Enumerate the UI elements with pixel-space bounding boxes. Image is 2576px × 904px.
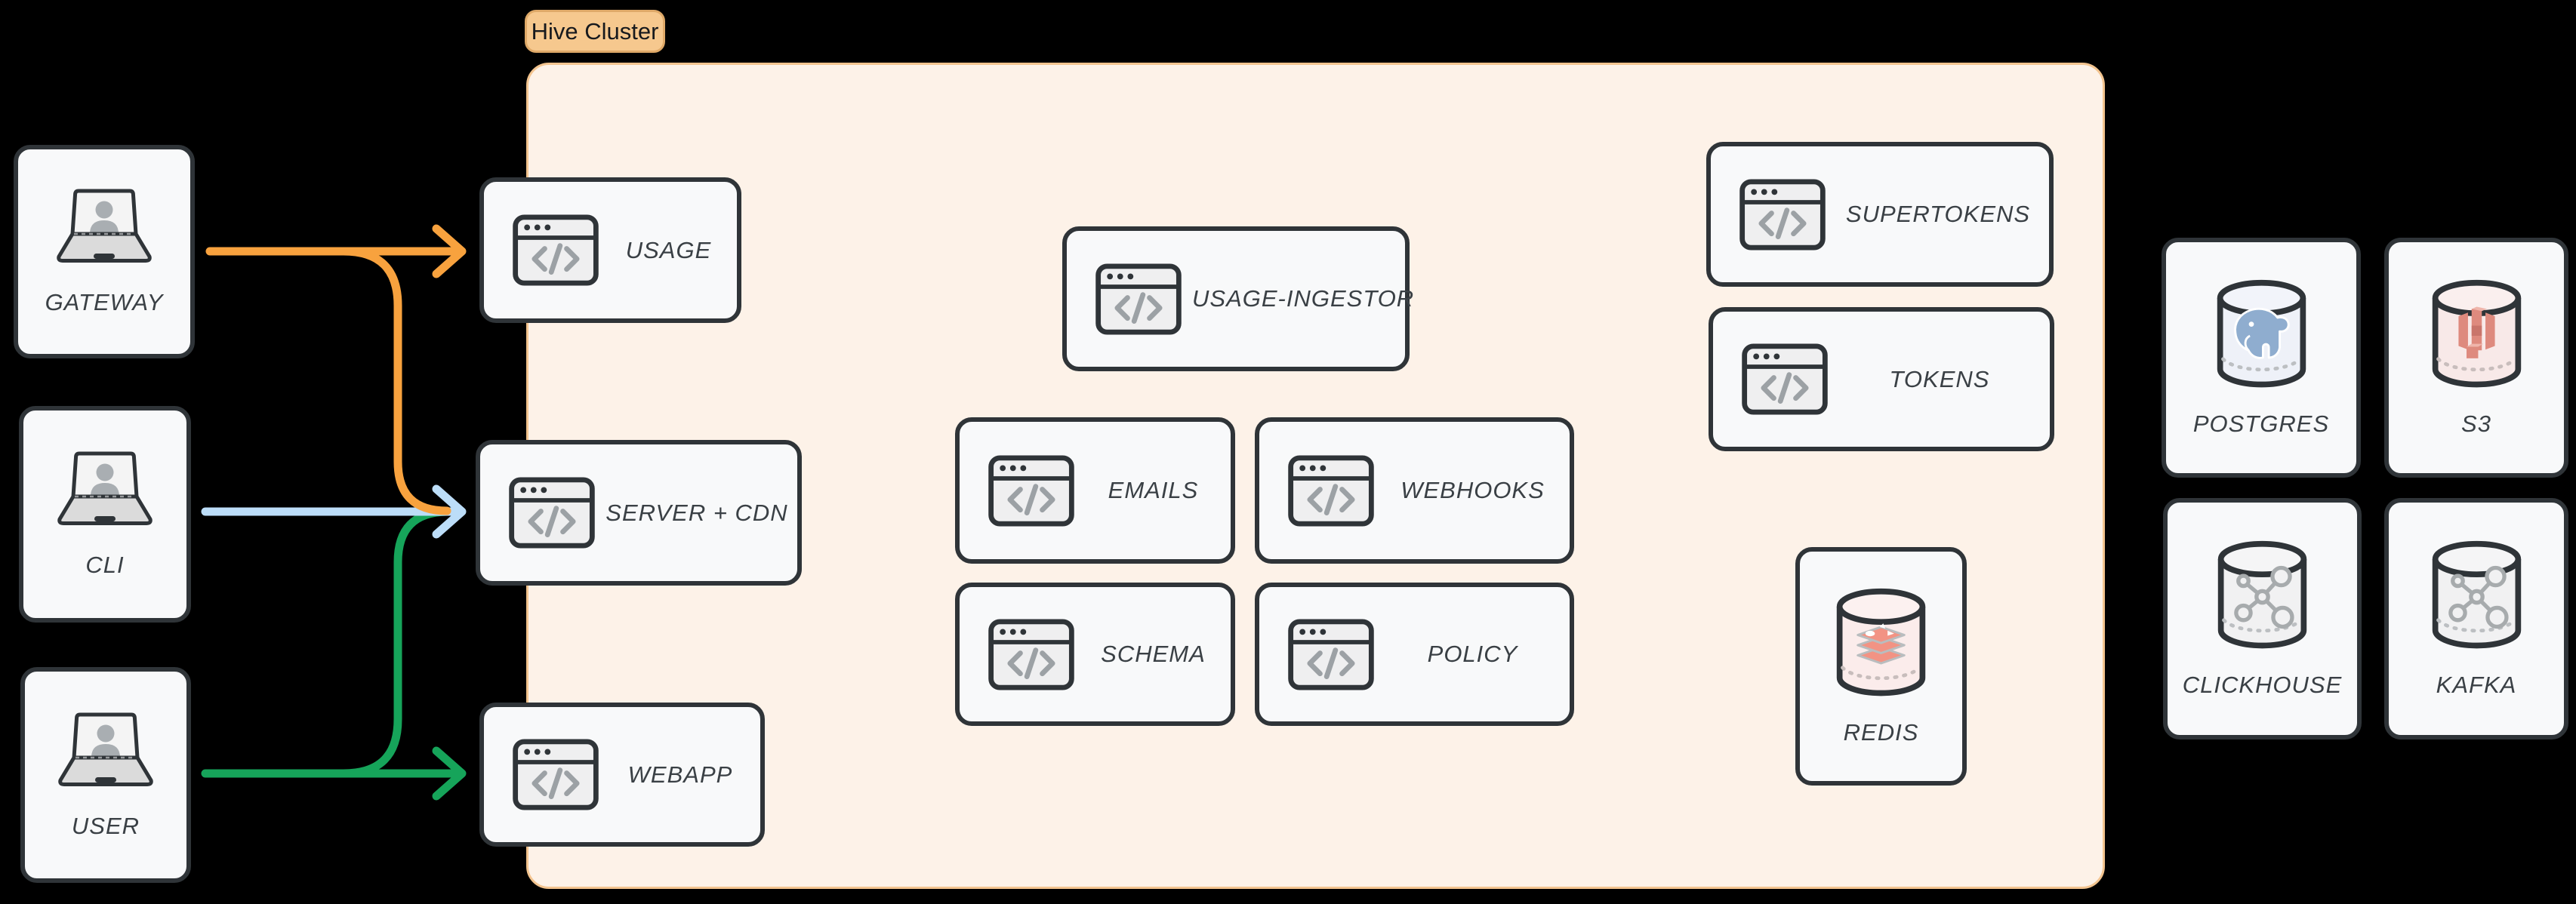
browser-code-icon — [1738, 178, 1827, 251]
datastore-node-postgres: POSTGRES — [2162, 238, 2361, 478]
service-label-usage: USAGE — [625, 236, 712, 263]
datastore-label-kafka: KAFKA — [2436, 672, 2517, 698]
service-label-tokens: TOKENS — [1889, 365, 1990, 392]
redis-database-icon — [1830, 586, 1932, 703]
s3-database-icon — [2426, 278, 2528, 394]
clickhouse-database-icon — [2211, 539, 2313, 655]
hive-cluster-badge-label: Hive Cluster — [531, 17, 659, 45]
service-node-emails: EMAILS — [955, 417, 1235, 564]
datastore-node-s3: S3 — [2384, 238, 2568, 478]
service-node-supertokens: SUPERTOKENS — [1706, 142, 2054, 287]
service-label-policy: POLICY — [1427, 641, 1518, 667]
service-node-webhooks: WEBHOOKS — [1255, 417, 1574, 564]
laptop-user-icon — [48, 187, 161, 266]
datastore-label-s3: S3 — [2461, 410, 2491, 437]
hive-cluster-badge: Hive Cluster — [525, 10, 665, 53]
client-node-user: USER — [20, 667, 191, 883]
service-node-webapp: WEBAPP — [479, 703, 765, 847]
browser-code-icon — [1740, 343, 1829, 416]
browser-code-icon — [1286, 454, 1376, 527]
postgres-database-icon — [2211, 278, 2313, 394]
browser-code-icon — [1286, 618, 1376, 691]
service-label-emails: EMAILS — [1108, 477, 1199, 503]
browser-code-icon — [511, 738, 600, 811]
laptop-user-icon — [48, 450, 162, 529]
service-node-tokens: TOKENS — [1709, 307, 2054, 451]
kafka-database-icon — [2426, 539, 2528, 655]
gateway-to-server-branch — [339, 247, 451, 515]
datastore-node-redis: REDIS — [1795, 547, 1967, 786]
service-label-schema: SCHEMA — [1101, 641, 1206, 667]
service-node-schema: SCHEMA — [955, 583, 1235, 726]
usage-arrowhead — [432, 224, 467, 278]
datastore-label-clickhouse: CLICKHOUSE — [2182, 672, 2343, 698]
service-label-webhooks: WEBHOOKS — [1400, 477, 1545, 503]
datastore-node-clickhouse: CLICKHOUSE — [2163, 498, 2362, 739]
client-label-gateway: GATEWAY — [45, 289, 164, 315]
client-node-gateway: GATEWAY — [14, 145, 195, 358]
laptop-user-icon — [49, 711, 162, 790]
client-label-user: USER — [71, 812, 140, 839]
datastore-node-kafka: KAFKA — [2384, 498, 2568, 739]
service-label-usage-ingestor: USAGE-INGESTOR — [1192, 285, 1415, 312]
browser-code-icon — [507, 476, 596, 549]
browser-code-icon — [987, 618, 1076, 691]
browser-code-icon — [987, 454, 1076, 527]
webapp-arrowhead — [432, 746, 467, 801]
client-label-cli: CLI — [85, 552, 125, 578]
service-node-usage: USAGE — [479, 177, 741, 323]
client-node-cli: CLI — [19, 406, 191, 623]
server-arrowhead — [432, 484, 467, 539]
service-node-policy: POLICY — [1255, 583, 1574, 726]
browser-code-icon — [511, 214, 600, 287]
datastore-label-redis: REDIS — [1843, 719, 1919, 746]
browser-code-icon — [1094, 263, 1183, 336]
service-label-server-cdn: SERVER + CDN — [605, 499, 788, 526]
datastore-label-postgres: POSTGRES — [2192, 410, 2330, 437]
service-node-server-cdn: SERVER + CDN — [476, 440, 802, 586]
user-to-server-branch — [339, 507, 451, 778]
service-node-usage-ingestor: USAGE-INGESTOR — [1062, 226, 1413, 371]
service-label-supertokens: SUPERTOKENS — [1845, 201, 2031, 227]
service-label-webapp: WEBAPP — [627, 761, 733, 788]
